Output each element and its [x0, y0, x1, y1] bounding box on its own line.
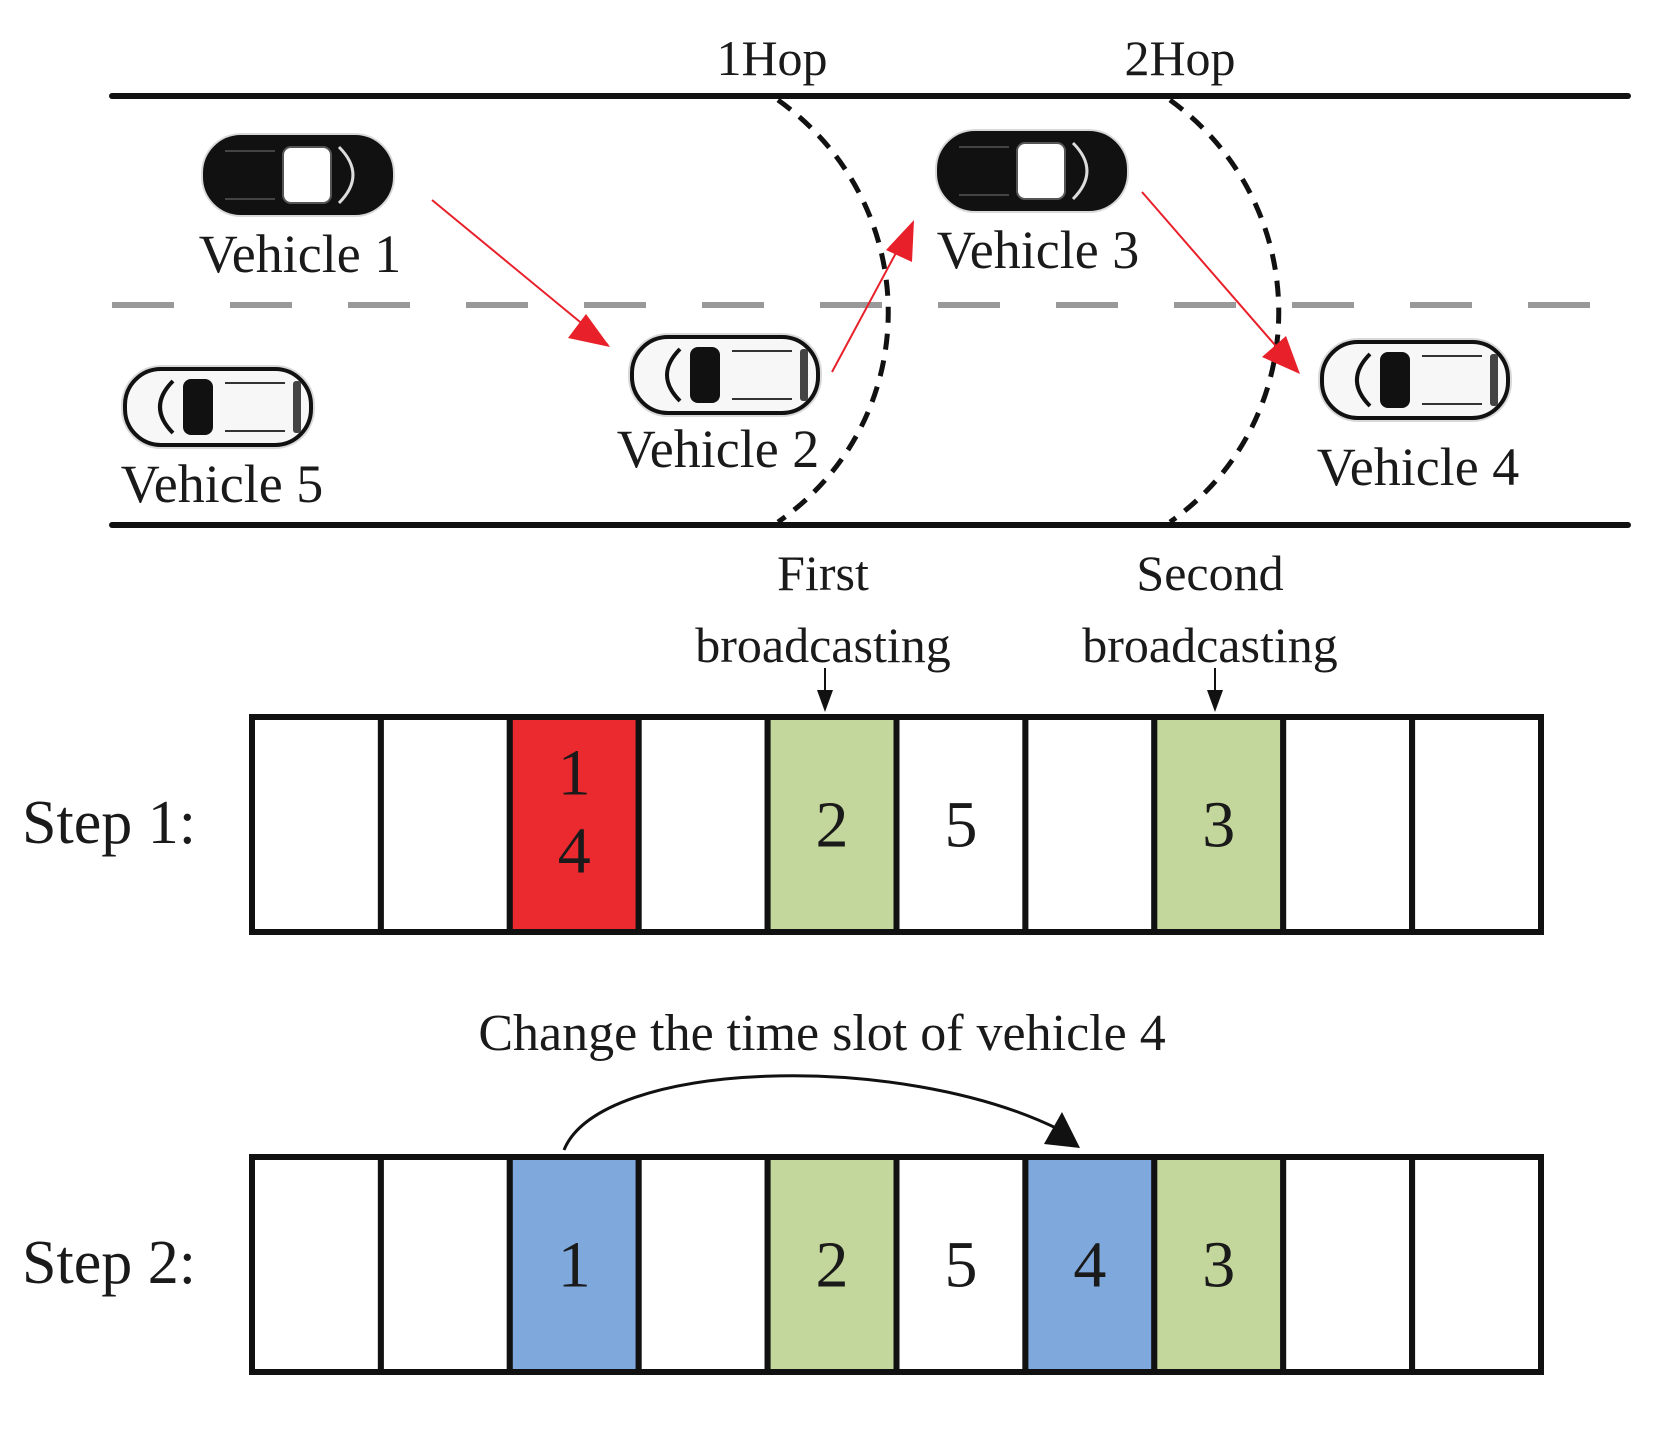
vehicle-label: Vehicle 3 [937, 220, 1139, 280]
step-1-label: Step 1: [22, 789, 196, 857]
relay-arrow-1-to-2 [431, 199, 609, 346]
time-slot: 2 [764, 1154, 900, 1375]
time-slot: 4 [1022, 1154, 1158, 1375]
time-slot [249, 1154, 384, 1375]
car-icon [628, 333, 822, 417]
time-slot [377, 714, 513, 935]
slot-value: 5 [944, 1229, 977, 1302]
slot-value: 1 [558, 737, 591, 810]
slot-value: 3 [1202, 789, 1235, 862]
second-broadcast-pointer-head [1207, 690, 1223, 712]
time-slot [1409, 1154, 1544, 1375]
second-broadcast-line2: broadcasting [1082, 617, 1337, 673]
step-2-slot-frame: 1 2 5 4 3 [249, 1154, 1544, 1375]
step-1-slot-frame: 14 2 5 3 [249, 714, 1544, 935]
car-icon [1318, 338, 1512, 422]
time-slot [635, 1154, 771, 1375]
broadcast-labels: First broadcasting Second broadcasting [695, 545, 1338, 712]
car-icon [201, 133, 395, 217]
time-slot [377, 1154, 513, 1375]
time-slot: 14 [506, 714, 642, 935]
time-slot: 5 [893, 1154, 1029, 1375]
slot-value: 2 [816, 1229, 849, 1302]
vehicles: Vehicle 1 Vehicle 2 Vehicle 3 Vehicle 4 Vehi… [121, 129, 1519, 514]
relay-arrowhead-2 [568, 314, 610, 347]
vehicle-4: Vehicle 4 [1317, 338, 1519, 497]
two-hop-boundary [1168, 97, 1282, 525]
slot-value: 4 [1073, 1229, 1106, 1302]
two-hop-label: 2Hop [1124, 30, 1235, 86]
relay-arrow-2-to-3 [831, 237, 905, 373]
vehicle-2: Vehicle 2 [617, 333, 822, 479]
step-2-annotation: Change the time slot of vehicle 4 [478, 1005, 1165, 1062]
first-broadcast-pointer-head [817, 690, 833, 712]
slot-value: 5 [944, 789, 977, 862]
one-hop-boundary [776, 97, 891, 525]
slot-value: 3 [1202, 1229, 1235, 1302]
time-slot [1022, 714, 1158, 935]
slot-change-arrow [562, 1074, 1061, 1151]
time-slot [1409, 714, 1544, 935]
relay-arrows [431, 191, 1300, 374]
second-broadcast-line1: Second [1136, 545, 1283, 601]
slot-value: 1 [558, 1229, 591, 1302]
one-hop-label: 1Hop [716, 30, 827, 86]
time-slot [1280, 1154, 1416, 1375]
time-slot [1280, 714, 1416, 935]
step-2-label: Step 2: [22, 1229, 196, 1297]
car-icon [935, 129, 1129, 213]
vehicle-label: Vehicle 1 [199, 224, 401, 284]
vehicle-3: Vehicle 3 [935, 129, 1139, 280]
car-icon [121, 365, 315, 449]
first-broadcast-line1: First [777, 545, 869, 601]
time-slot [249, 714, 384, 935]
vehicle-5: Vehicle 5 [121, 365, 323, 514]
relay-arrow-3-to-4 [1141, 191, 1289, 361]
vehicle-label: Vehicle 2 [617, 419, 819, 479]
time-slot: 5 [893, 714, 1029, 935]
time-slot: 1 [506, 1154, 642, 1375]
slot-value: 2 [816, 789, 849, 862]
vehicle-1: Vehicle 1 [199, 133, 401, 284]
slot-value: 4 [558, 815, 591, 888]
time-slot [635, 714, 771, 935]
first-broadcast-line2: broadcasting [695, 617, 950, 673]
vehicle-label: Vehicle 4 [1317, 437, 1519, 497]
slot-change-arrowhead [1044, 1112, 1080, 1148]
vehicle-label: Vehicle 5 [121, 454, 323, 514]
relay-arrowhead-4 [1262, 336, 1300, 374]
time-slot: 2 [764, 714, 900, 935]
time-slot: 3 [1151, 714, 1287, 935]
relay-arrowhead-3 [886, 220, 914, 262]
time-slot: 3 [1151, 1154, 1287, 1375]
